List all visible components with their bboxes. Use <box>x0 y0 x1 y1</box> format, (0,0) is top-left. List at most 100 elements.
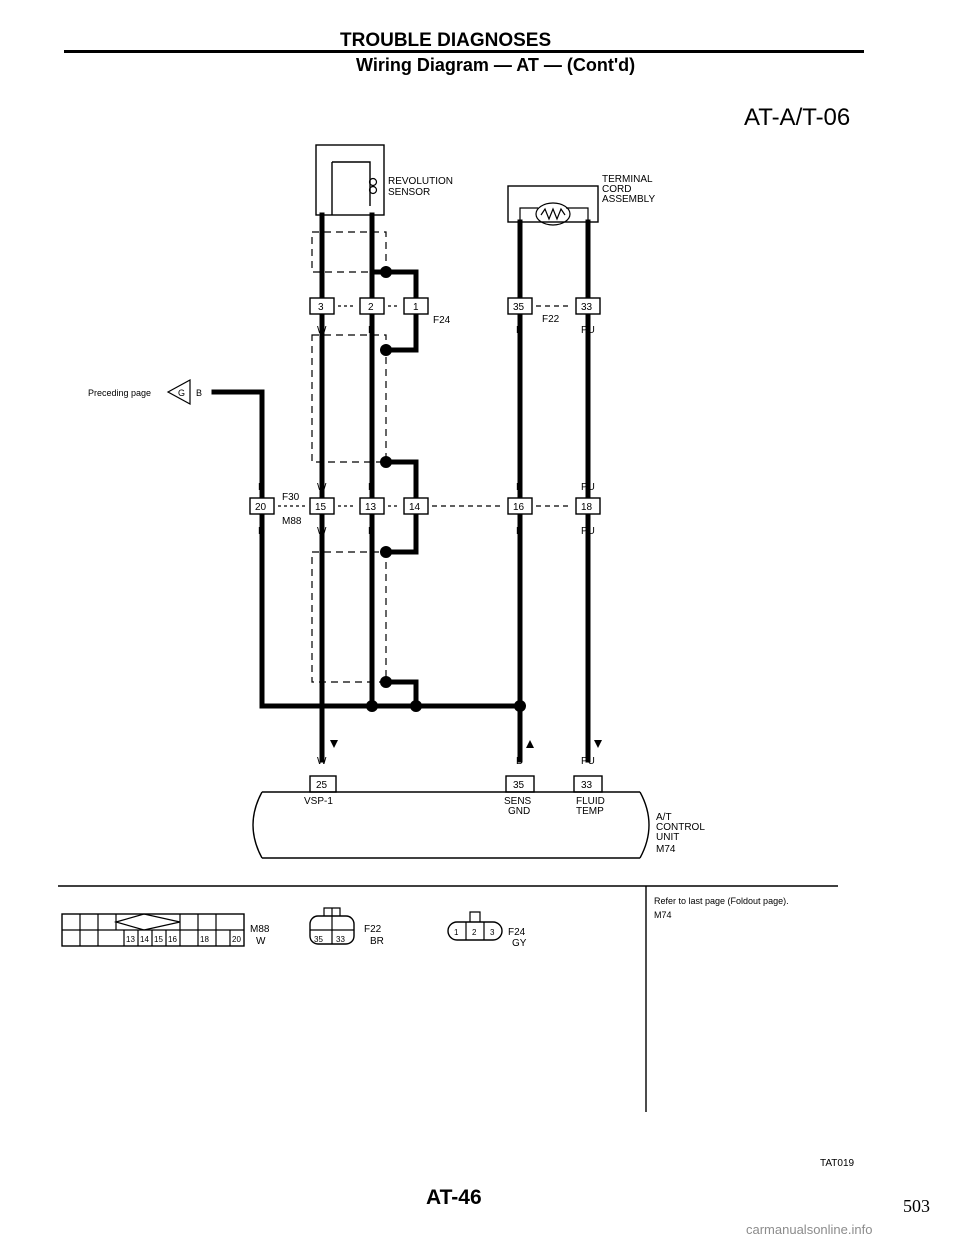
terminal-box-15 <box>309 497 335 515</box>
terminal-box-33-f22 <box>575 297 601 315</box>
unit-pin-fluid-temp: FLUID <box>576 796 605 807</box>
legend-f24-pin: 2 <box>472 928 477 937</box>
watermark: carmanualsonline.info <box>746 1222 873 1237</box>
splice-dot <box>366 700 378 712</box>
legend-m88-pin: 15 <box>154 935 163 944</box>
thermistor-symbol <box>535 202 571 226</box>
terminal-box-3 <box>309 297 335 315</box>
revolution-sensor-label: REVOLUTION <box>388 176 453 187</box>
terminal-box-18 <box>575 497 601 515</box>
legend-f24-pin: 1 <box>454 928 459 937</box>
wire-color-b: B <box>368 526 375 537</box>
legend-f24-color: GY <box>512 938 527 949</box>
legend-m88-color: W <box>256 936 266 947</box>
terminal-35-unit: 35 <box>513 780 525 791</box>
refer-connector: M74 <box>654 910 672 920</box>
wire-color-w: W <box>317 526 327 537</box>
legend-m88-pin: 16 <box>168 935 177 944</box>
splice-dot <box>410 700 422 712</box>
arrow-up-icon <box>526 740 534 748</box>
legend-f24-pin: 3 <box>490 928 495 937</box>
terminal-2: 2 <box>368 302 374 313</box>
legend-m88-key <box>113 913 181 931</box>
terminal-box-2 <box>359 297 385 315</box>
resistor-zigzag <box>540 207 566 221</box>
wire-shield-bottom <box>383 679 419 709</box>
revolution-sensor-label: SENSOR <box>388 187 430 198</box>
splice-dot <box>514 700 526 712</box>
terminal-13: 13 <box>365 502 377 513</box>
preceding-arrow-icon <box>166 378 191 406</box>
cord-inner-line <box>519 207 589 222</box>
legend-f22-color: BR <box>370 936 384 947</box>
legend-f22-pin: 35 <box>314 935 323 944</box>
legend-f22-connector: F22 <box>364 924 382 935</box>
control-unit-outline <box>252 791 650 859</box>
unit-pin-sens-gnd: GND <box>508 806 530 817</box>
wire-b-20-down <box>259 513 325 709</box>
legend-m88-pin: 18 <box>200 935 209 944</box>
terminal-box-14 <box>403 497 429 515</box>
sensor-coil-loop <box>368 185 378 195</box>
connector-f24: F24 <box>433 315 451 326</box>
terminal-box-20 <box>249 497 275 515</box>
splice-dot <box>380 266 392 278</box>
connector-m88: M88 <box>282 516 302 527</box>
unit-pin-sens-gnd: SENS <box>504 796 532 807</box>
legend-f22-grid <box>310 907 354 944</box>
wire-shield-14 <box>383 459 419 499</box>
legend-m88-pin: 14 <box>140 935 149 944</box>
terminal-20: 20 <box>255 502 267 513</box>
figure-reference-code: TAT019 <box>820 1158 855 1169</box>
terminal-box-1 <box>403 297 429 315</box>
preceding-wire-color: B <box>196 388 202 398</box>
splice-dot <box>380 344 392 356</box>
terminal-1: 1 <box>413 302 419 313</box>
wire-color-b: B <box>516 526 523 537</box>
wire-color-pu: PU <box>581 482 595 493</box>
terminal-3: 3 <box>318 302 324 313</box>
wire-color-b: B <box>368 325 375 336</box>
terminal-box-35-f22 <box>507 297 533 315</box>
terminal-cord-box <box>507 185 599 223</box>
wire-color-pu: PU <box>581 526 595 537</box>
terminal-cord-label: ASSEMBLY <box>602 194 655 205</box>
wire-color-b: B <box>368 482 375 493</box>
connector-m74: M74 <box>656 844 676 855</box>
wire-shield-lower <box>383 513 419 555</box>
splice-dot <box>380 676 392 688</box>
splice-dot <box>380 456 392 468</box>
legend-f24-body <box>447 921 503 941</box>
wire-color-pu: PU <box>581 325 595 336</box>
splice-dot <box>380 546 392 558</box>
terminal-33-unit: 33 <box>581 780 593 791</box>
terminal-14: 14 <box>409 502 421 513</box>
legend-m88-connector: M88 <box>250 924 270 935</box>
shield-loop-mid-upper <box>311 334 387 463</box>
sensor-coil <box>331 161 371 215</box>
legend-f24-connector: F24 <box>508 927 526 938</box>
wire-shield-f24 <box>383 313 419 353</box>
legend-m88-pin: 13 <box>126 935 135 944</box>
legend-f22-pin: 33 <box>336 935 345 944</box>
wire-color-b: B <box>516 482 523 493</box>
wire-color-b: B <box>258 482 265 493</box>
unit-pin-fluid-temp: TEMP <box>576 806 604 817</box>
legend-m88-grid <box>62 914 244 946</box>
legend-m88-pin: 20 <box>232 935 241 944</box>
legend-f24-grid <box>465 911 485 940</box>
refer-note: Refer to last page (Foldout page). <box>654 896 789 906</box>
page-subtitle: Wiring Diagram — AT — (Cont'd) <box>356 55 636 75</box>
section-divider <box>58 885 838 1112</box>
unit-pin-vsp: VSP-1 <box>304 796 333 807</box>
wire-color-b: B <box>516 756 523 767</box>
connector-f30: F30 <box>282 492 300 503</box>
control-unit-label: A/T <box>656 812 672 823</box>
revolution-sensor-box <box>315 144 385 216</box>
wire-color-w: W <box>317 325 327 336</box>
wire-color-w: W <box>317 756 327 767</box>
arrow-down-icon <box>330 740 338 748</box>
terminal-33: 33 <box>581 302 593 313</box>
terminal-box-16 <box>507 497 533 515</box>
